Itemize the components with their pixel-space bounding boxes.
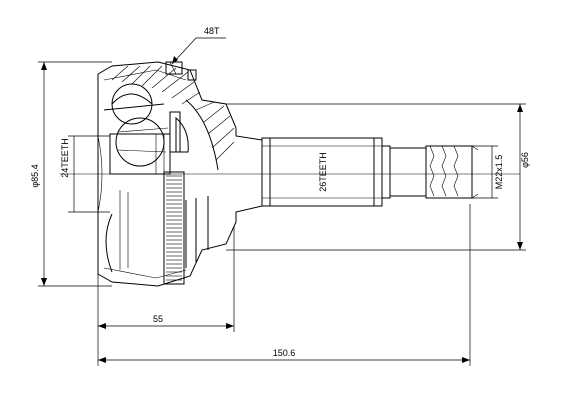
overall-length-label: 150.6 xyxy=(273,348,296,358)
shaft-diameter-label: φ56 xyxy=(520,152,530,168)
width-dimension-label: 55 xyxy=(153,314,163,324)
thread-label: M22x1.5 xyxy=(494,155,504,190)
abs-ring xyxy=(163,171,185,285)
ball-cage xyxy=(103,83,189,175)
threaded-end xyxy=(389,145,479,199)
abs-teeth-label: 48T xyxy=(204,26,220,36)
dimension-lines xyxy=(38,37,526,366)
shaft-teeth-label: 26TEETH xyxy=(318,152,328,192)
housing-diameter-label: φ85.4 xyxy=(30,164,40,187)
inner-teeth-label: 24TEETH xyxy=(60,138,70,178)
splined-shaft xyxy=(261,137,391,207)
